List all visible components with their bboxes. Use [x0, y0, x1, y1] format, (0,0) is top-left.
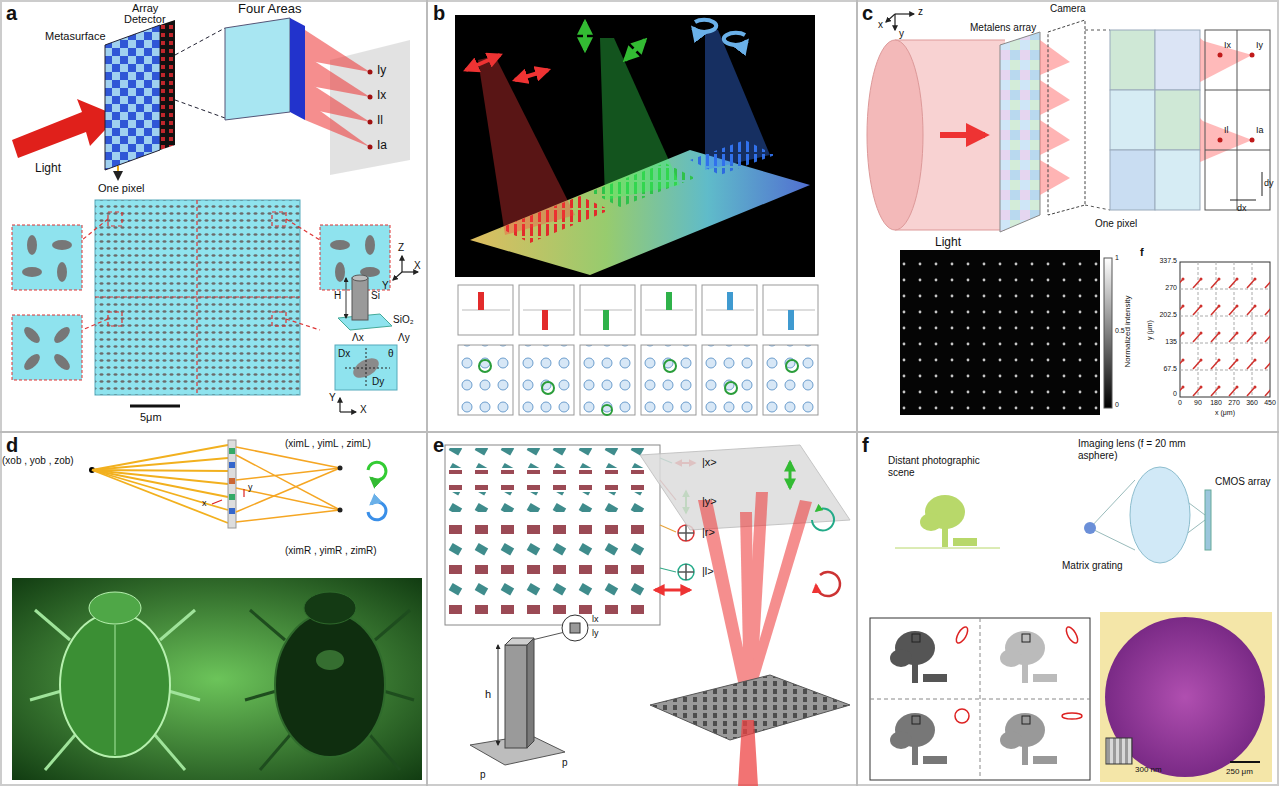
intensity-label: Il	[377, 114, 383, 128]
label: Dy	[372, 376, 384, 388]
state-label: |r>	[702, 526, 715, 539]
label: θ	[388, 348, 394, 360]
tick-label: 0.5	[1115, 327, 1125, 335]
tick-label: 180	[1210, 399, 1222, 407]
label: H	[334, 290, 341, 302]
axis-label: x	[878, 19, 883, 31]
tick-label: 360	[1246, 399, 1258, 407]
intensity-label: Iy	[377, 64, 386, 78]
label: Si	[371, 290, 380, 302]
panel-letter: d	[6, 434, 18, 457]
label: Four Areas	[238, 2, 302, 17]
label: Dx	[338, 348, 350, 360]
scale-bar-label: 250 μm	[1226, 767, 1253, 776]
label: Metalens array	[970, 22, 1036, 34]
axis-label: Z	[398, 242, 404, 254]
label: One pixel	[98, 182, 144, 195]
label: dx	[1237, 203, 1247, 213]
tick-label: 0	[1178, 399, 1182, 407]
label: Metasurface	[45, 30, 106, 43]
scale-bar-label: 5μm	[140, 411, 162, 424]
axis-label: x	[202, 498, 207, 508]
axis-label: Y	[329, 392, 336, 404]
coordinate-label: (ximR , yimR , zimR)	[285, 545, 377, 557]
axis-title: y (μm)	[1146, 320, 1154, 340]
label: Λy	[398, 332, 410, 344]
label: Matrix grating	[1062, 560, 1123, 572]
intensity-label: Ix	[377, 89, 386, 103]
state-label: |l>	[702, 565, 714, 578]
axis-label: X	[360, 404, 367, 416]
dimension-label: h	[485, 688, 491, 701]
tick-label: 67.5	[1163, 365, 1177, 373]
label: Array	[132, 2, 158, 15]
panel-letter: c	[862, 2, 873, 25]
axis-title: x (μm)	[1215, 409, 1235, 417]
label: Detector	[124, 13, 166, 26]
tick-label: 0	[1173, 390, 1177, 398]
scale-bar-label: 300 nm	[1135, 765, 1162, 774]
label: Light	[35, 162, 61, 176]
label: Light	[935, 236, 961, 250]
tick-label: 270	[1165, 284, 1177, 292]
dimension-label: p	[480, 769, 486, 781]
tick-label: 450	[1264, 399, 1276, 407]
tick-label: 1	[1115, 254, 1119, 262]
dimension-label: ly	[592, 628, 599, 638]
panel-letter: a	[6, 2, 17, 25]
intensity-label: Il	[1224, 125, 1229, 135]
panel-letter: e	[433, 434, 444, 457]
label: Λx	[352, 332, 364, 344]
colorbar-title: Normalized intensity	[1123, 296, 1132, 368]
label: SiO₂	[393, 314, 414, 326]
intensity-label: Ia	[1256, 125, 1264, 135]
axis-label: X	[414, 260, 421, 272]
tick-label: 270	[1228, 399, 1240, 407]
coordinate-label: (ximL , yimL , zimL)	[285, 438, 371, 450]
dimension-label: lx	[592, 614, 599, 624]
lens-label: Imaging lens (f = 20 mm asphere)	[1078, 438, 1203, 461]
axis-label: z	[918, 6, 923, 18]
coordinate-label: (xob , yob , zob)	[2, 455, 74, 467]
axis-label: y	[899, 28, 904, 40]
intensity-label: Ia	[377, 139, 387, 153]
axis-label: y	[248, 482, 253, 492]
panel-letter: f	[862, 434, 869, 457]
tick-label: 135	[1165, 338, 1177, 346]
label: One pixel	[1095, 218, 1137, 230]
tick-label: 90	[1194, 399, 1202, 407]
tick-label: 337.5	[1159, 257, 1177, 265]
panel-letter: b	[433, 2, 445, 25]
scene-label: Distant photographic scene	[888, 455, 988, 478]
intensity-label: Ix	[1224, 40, 1231, 50]
intensity-label: Iy	[1256, 40, 1263, 50]
state-label: |x>	[702, 456, 717, 469]
tick-label: 0	[1115, 401, 1119, 409]
subpanel-letter: f	[1140, 246, 1144, 259]
state-label: |y>	[702, 495, 717, 508]
tick-label: 202.5	[1159, 311, 1177, 319]
label: CMOS array	[1215, 476, 1271, 488]
label: Camera	[1050, 3, 1086, 15]
dimension-label: p	[562, 757, 568, 769]
axis-label: Y	[382, 280, 389, 292]
label: dy	[1264, 178, 1274, 188]
